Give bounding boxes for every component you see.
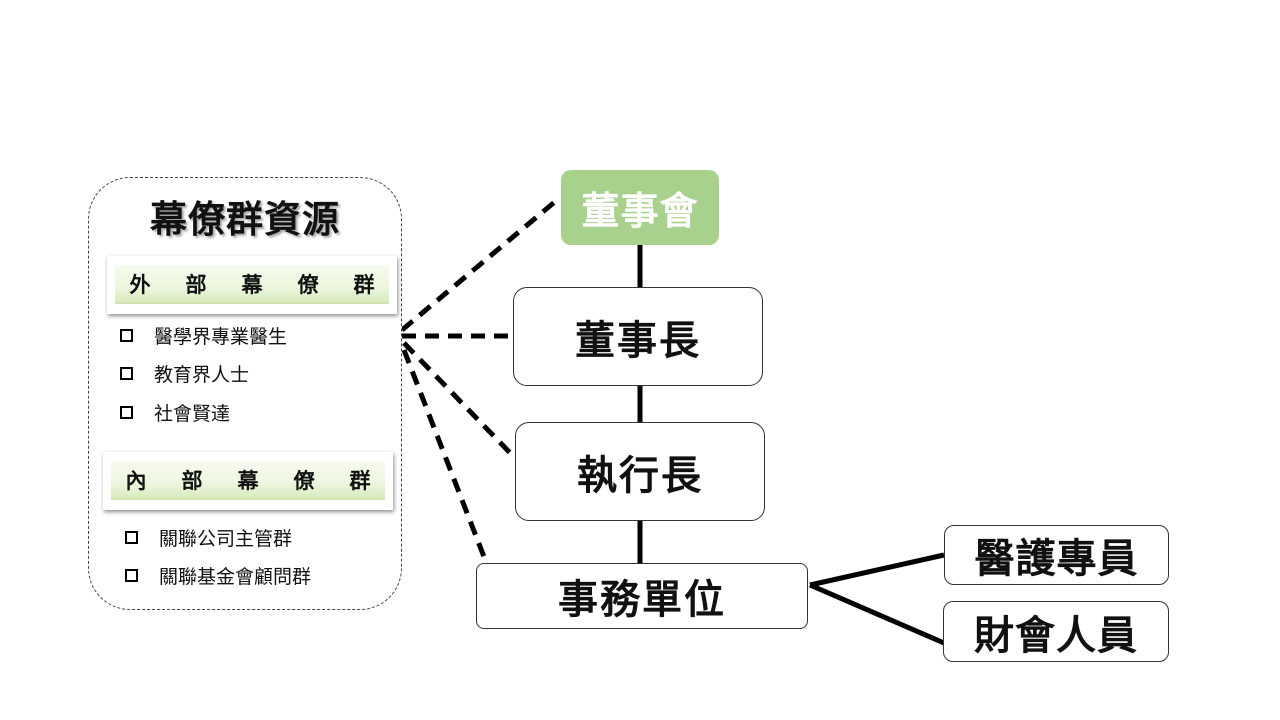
finance-staff-node: 財會人員 (943, 601, 1169, 662)
internal-advisors-header: 內部幕僚群 (103, 452, 393, 510)
checkbox-bullet-icon (125, 568, 138, 582)
internal-advisors-bar: 內部幕僚群 (111, 461, 385, 500)
ceo-node-label: 執行長 (577, 452, 703, 499)
medical-staff-node: 醫護專員 (944, 525, 1169, 585)
list-item-label: 關聯基金會顧問群 (159, 565, 312, 588)
dashed-link-office (401, 349, 489, 563)
office-node-label: 事務單位 (558, 577, 726, 623)
medical-staff-node-label: 醫護專員 (974, 536, 1139, 582)
list-item: 關聯基金會顧問群 (125, 563, 312, 588)
checkbox-bullet-icon (125, 530, 138, 544)
external-advisors-bar: 外部幕僚群 (115, 265, 389, 304)
board-node-label: 董事會 (581, 189, 699, 233)
dashed-link-ceo (402, 341, 517, 460)
external-advisors-label: 外部幕僚群 (129, 272, 410, 297)
list-item: 醫學界專業醫生 (120, 323, 288, 348)
board-node: 董事會 (561, 170, 719, 245)
ceo-node: 執行長 (515, 422, 765, 521)
list-item-label: 關聯公司主管群 (159, 527, 293, 550)
finance-staff-node-label: 財會人員 (974, 612, 1138, 659)
list-item-label: 社會賢達 (154, 402, 231, 425)
chairman-node: 董事長 (513, 287, 763, 386)
checkbox-bullet-icon (120, 405, 133, 419)
dashed-link-board (400, 198, 559, 332)
internal-advisors-label: 內部幕僚群 (125, 468, 406, 493)
office-node: 事務單位 (476, 563, 808, 629)
advisory-panel-title: 幕僚群資源 (150, 198, 340, 241)
external-advisors-header: 外部幕僚群 (107, 256, 397, 314)
list-item: 關聯公司主管群 (125, 525, 293, 550)
advisory-resources-panel (88, 177, 402, 610)
list-item-label: 醫學界專業醫生 (154, 325, 288, 348)
list-item-label: 教育界人士 (154, 363, 250, 386)
connector-office-finance (809, 582, 945, 646)
connector-office-medical (809, 552, 945, 588)
checkbox-bullet-icon (120, 328, 133, 342)
list-item: 教育界人士 (120, 361, 250, 386)
checkbox-bullet-icon (120, 366, 133, 380)
list-item: 社會賢達 (120, 400, 231, 425)
chairman-node-label: 董事長 (575, 317, 701, 364)
